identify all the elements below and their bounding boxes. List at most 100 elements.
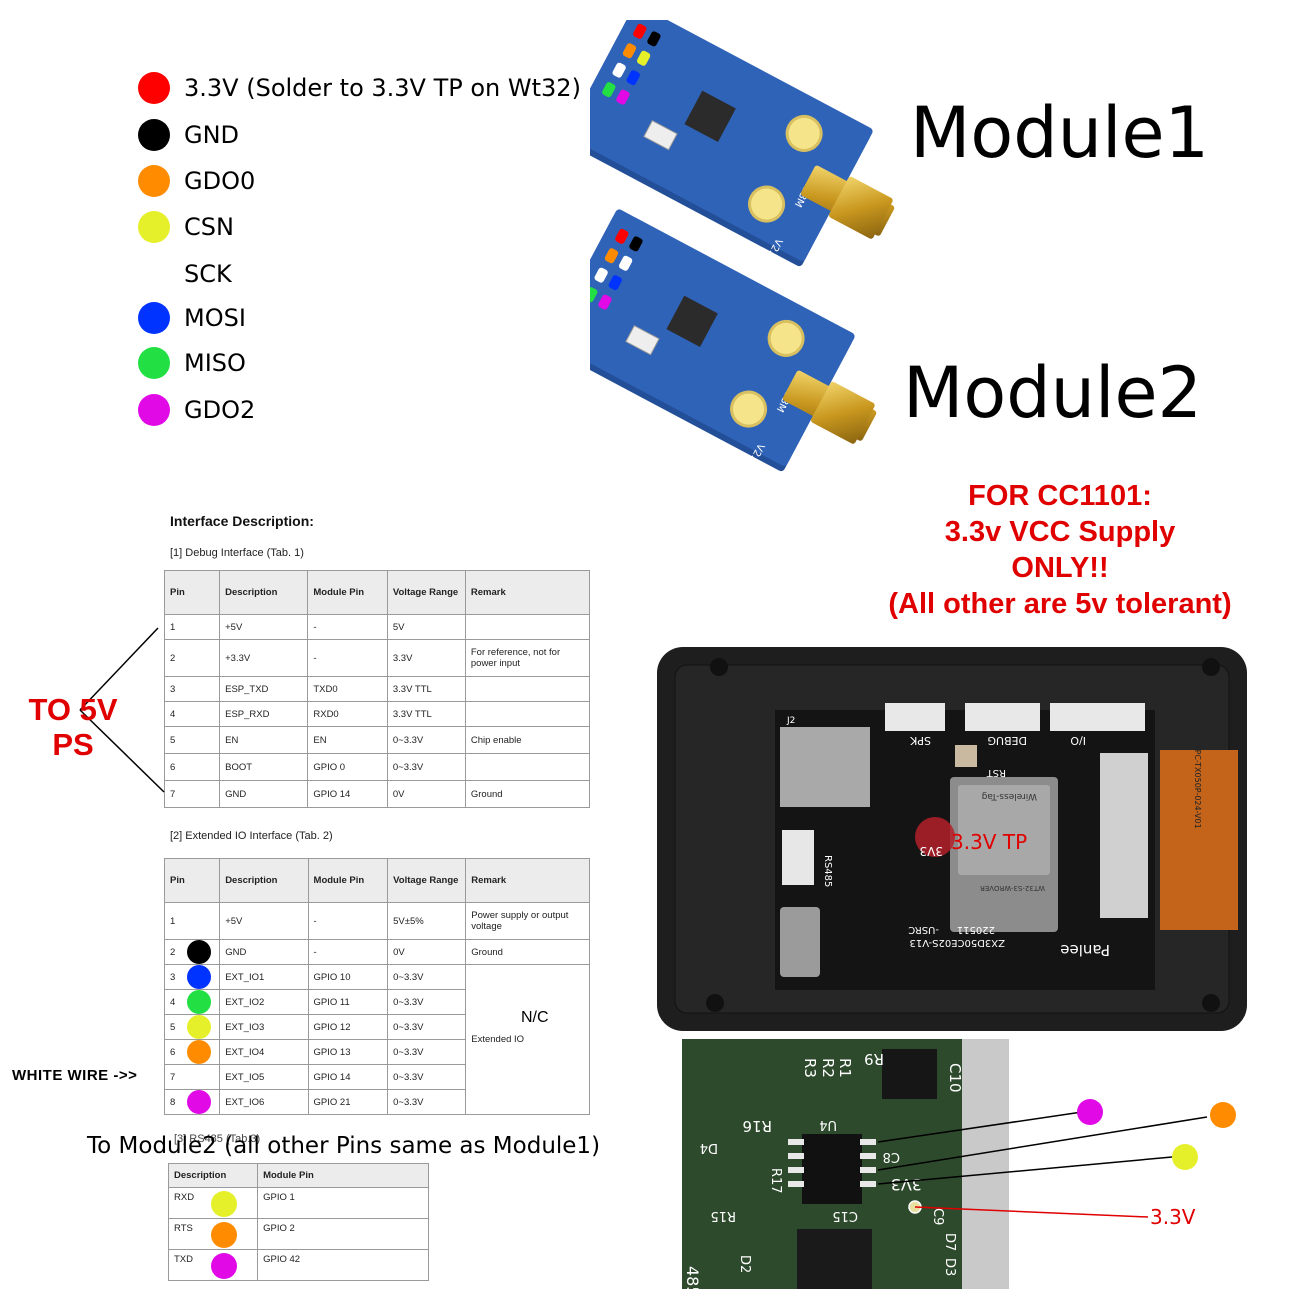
wire-color-dot-gnd bbox=[187, 940, 211, 964]
crystal bbox=[643, 119, 678, 151]
to-5v-ps-label: TO 5V PS bbox=[18, 692, 128, 762]
wire-3v3 bbox=[914, 1206, 1149, 1218]
table-header-cell: Module Pin bbox=[257, 1163, 429, 1188]
wire-color-dot-mosi bbox=[187, 965, 211, 989]
table-cell: 0V bbox=[387, 939, 467, 965]
table-cell: 7 bbox=[163, 780, 221, 808]
pin-number: 1 bbox=[170, 915, 176, 927]
u4-pads bbox=[788, 1139, 876, 1187]
screw-hole bbox=[710, 658, 728, 676]
table-cell: - bbox=[307, 939, 389, 965]
table-header-cell: Remark bbox=[464, 570, 591, 615]
table-cell: 0~3.3V bbox=[386, 726, 466, 754]
table-header-cell: Description bbox=[167, 1163, 259, 1188]
ext-table-title: [2] Extended IO Interface (Tab. 2) bbox=[170, 830, 333, 842]
to-5v-line-2: PS bbox=[52, 727, 94, 762]
closeup-d4: D4 bbox=[700, 1140, 718, 1155]
closeup-r17: R17 bbox=[768, 1168, 783, 1194]
table-header-cell: Module Pin bbox=[307, 858, 389, 903]
table-cell: - bbox=[307, 614, 388, 640]
table-cell: 3.3V TTL bbox=[386, 701, 466, 727]
table-header-cell: Module Pin bbox=[307, 570, 388, 615]
legend-item-sck: SCK bbox=[138, 256, 232, 292]
table-cell: GPIO 42 bbox=[257, 1249, 429, 1281]
table-header-cell: Voltage Range bbox=[387, 858, 467, 903]
pin-gdo2 bbox=[616, 89, 630, 105]
closeup-r3: R3 bbox=[801, 1058, 819, 1078]
table-cell bbox=[464, 701, 591, 727]
legend-dot-mosi bbox=[138, 302, 170, 334]
legend-item-miso: MISO bbox=[138, 345, 246, 381]
panlee-logo-text: Panlee bbox=[1060, 941, 1110, 959]
legend-dot-sck bbox=[138, 258, 170, 290]
table-cell: EN bbox=[219, 726, 309, 754]
table-header-cell: Description bbox=[219, 570, 309, 615]
table-cell: Power supply or output voltage bbox=[465, 902, 590, 940]
sma-thread bbox=[829, 176, 893, 239]
table-cell: - bbox=[307, 902, 389, 940]
rs485-desc: RTS bbox=[174, 1223, 193, 1234]
table-cell: 5V bbox=[386, 614, 466, 640]
closeup-3v3-label: 3.3V bbox=[1150, 1205, 1196, 1229]
legend-label-gnd: GND bbox=[184, 121, 240, 149]
pin-number: 7 bbox=[170, 1071, 176, 1083]
table-cell bbox=[464, 676, 591, 702]
table-cell: GPIO 10 bbox=[307, 964, 389, 990]
module2-title: Module2 bbox=[903, 352, 1203, 434]
cc1101-modules-illustration: 433M V2.0 433M V2.0 bbox=[590, 20, 895, 472]
pin-number: 4 bbox=[170, 996, 176, 1008]
closeup-c10: C10 bbox=[946, 1063, 964, 1093]
table-cell: 3.3V TTL bbox=[386, 676, 466, 702]
warning-line-2: 3.3v VCC Supply bbox=[944, 516, 1176, 548]
legend-dot-csn bbox=[138, 211, 170, 243]
table-cell: EXT_IO4 bbox=[219, 1039, 309, 1065]
legend-label-gdo0: GDO0 bbox=[184, 167, 256, 195]
screw-hole bbox=[1202, 658, 1220, 676]
table-cell: 0~3.3V bbox=[386, 753, 466, 781]
pin-number: 2 bbox=[170, 946, 176, 958]
table-header-cell: Voltage Range bbox=[386, 570, 466, 615]
table-cell-desc: RXD bbox=[167, 1187, 259, 1219]
module-1-pins bbox=[602, 23, 661, 105]
pin-number: 5 bbox=[170, 1021, 176, 1033]
legend-dot-miso bbox=[138, 347, 170, 379]
wire-color-dot-gdo2 bbox=[211, 1253, 237, 1279]
table-cell: GPIO 1 bbox=[257, 1187, 429, 1219]
pcb-closeup-photo: R9 R1 R2 R3 C10 R16 U4 C8 D4 R17 3V3 R15… bbox=[682, 1039, 1236, 1289]
csn-dot bbox=[1172, 1144, 1198, 1170]
gdo0-dot bbox=[1210, 1102, 1236, 1128]
table-cell: GPIO 2 bbox=[257, 1218, 429, 1250]
table-cell-pin: 3 bbox=[163, 964, 221, 990]
wire-color-dot-csn bbox=[211, 1191, 237, 1217]
legend-item-gnd: GND bbox=[138, 117, 239, 153]
table-cell: Ground bbox=[465, 939, 590, 965]
table-cell: RXD0 bbox=[307, 701, 388, 727]
io-label: I/O bbox=[1070, 734, 1086, 747]
table-cell: 1 bbox=[163, 614, 221, 640]
legend-label-gdo2: GDO2 bbox=[184, 396, 256, 424]
table-cell: Ground bbox=[464, 780, 591, 808]
top-chip bbox=[882, 1049, 937, 1099]
wire-gdo0 bbox=[877, 1116, 1208, 1171]
spk-connector bbox=[885, 703, 945, 731]
table-cell: GPIO 14 bbox=[307, 780, 388, 808]
pad bbox=[788, 1153, 804, 1159]
legend-item-vcc: 3.3V (Solder to 3.3V TP on Wt32) bbox=[138, 70, 581, 106]
board-date-label: 220511 bbox=[957, 924, 995, 935]
wire-color-dot-csn bbox=[187, 1015, 211, 1039]
table-cell: 4 bbox=[163, 701, 221, 727]
legend-item-mosi: MOSI bbox=[138, 300, 246, 336]
table-cell: EXT_IO1 bbox=[219, 964, 309, 990]
legend-dot-gdo0 bbox=[138, 165, 170, 197]
table-cell: 5 bbox=[163, 726, 221, 754]
